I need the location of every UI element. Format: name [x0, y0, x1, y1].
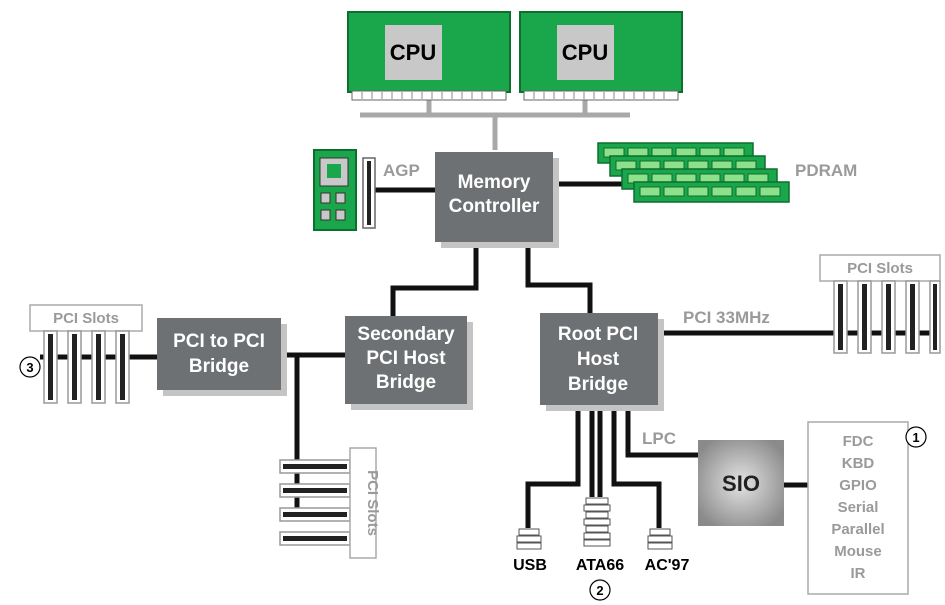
cpu-module-2: CPU [519, 11, 683, 101]
memory-controller-box: Memory Controller [435, 152, 559, 248]
pdram-modules [597, 142, 790, 203]
pci-to-pci-line1: PCI to PCI [173, 331, 265, 352]
ata66-connector-icon [583, 497, 611, 547]
pci-33mhz-label: PCI 33MHz [683, 308, 770, 327]
sio-function-gpio: GPIO [839, 477, 877, 494]
pci-slots-right-label: PCI Slots [847, 260, 913, 277]
memory-controller-line2: Controller [449, 196, 540, 217]
sio-function-parallel: Parallel [831, 521, 884, 538]
sio-function-ir: IR [851, 565, 866, 582]
sio-function-kbd: KBD [842, 455, 875, 472]
ac97-label: AC'97 [645, 557, 690, 574]
cpu-1-label: CPU [390, 40, 436, 65]
usb-connector-icon [516, 528, 542, 550]
secondary-bridge-line3: Bridge [376, 372, 436, 393]
pci-slots-left-label: PCI Slots [53, 310, 119, 327]
cpu-module-1: CPU [347, 11, 511, 101]
secondary-bridge-line1: Secondary [357, 324, 455, 345]
sio-function-fdc: FDC [843, 433, 874, 450]
pci-slots-right: PCI Slots [819, 254, 941, 354]
callout-3: 3 [19, 356, 41, 378]
sio-functions-box: FDC KBD GPIO Serial Parallel Mouse IR [807, 421, 909, 595]
secondary-bridge-line2: PCI Host [366, 348, 446, 369]
root-bridge-line1: Root PCI [558, 324, 638, 345]
sio-function-serial: Serial [838, 499, 879, 516]
agp-label: AGP [383, 161, 420, 180]
ac97-connector-icon [647, 528, 673, 550]
usb-label: USB [513, 557, 547, 574]
agp-card [313, 149, 376, 231]
pci-slots-bottom-label: PCI Slots [364, 470, 381, 536]
secondary-pci-host-bridge-box: Secondary PCI Host Bridge [345, 316, 473, 410]
sio-label: SIO [722, 471, 760, 496]
root-pci-host-bridge-box: Root PCI Host Bridge [540, 313, 664, 411]
sio-chip: SIO [698, 440, 784, 526]
root-bridge-line2: Host [577, 349, 620, 370]
memory-controller-line1: Memory [458, 172, 531, 193]
sio-function-mouse: Mouse [834, 543, 882, 560]
pci-to-pci-line2: Bridge [189, 356, 249, 377]
callout-2: 2 [589, 579, 611, 601]
callout-1-label: 1 [912, 430, 919, 445]
root-bridge-line3: Bridge [568, 374, 628, 395]
pdram-label: PDRAM [795, 161, 857, 180]
callout-3-label: 3 [26, 360, 33, 375]
callout-2-label: 2 [596, 583, 603, 598]
callout-1: 1 [905, 426, 927, 448]
ata66-label: ATA66 [576, 557, 624, 574]
pci-to-pci-bridge-box: PCI to PCI Bridge [157, 318, 287, 396]
lpc-label: LPC [642, 429, 676, 448]
cpu-2-label: CPU [562, 40, 608, 65]
cpu-bus [360, 98, 630, 150]
pci-slots-bottom: PCI Slots [279, 447, 381, 559]
pci-slots-left: PCI Slots [29, 304, 143, 404]
